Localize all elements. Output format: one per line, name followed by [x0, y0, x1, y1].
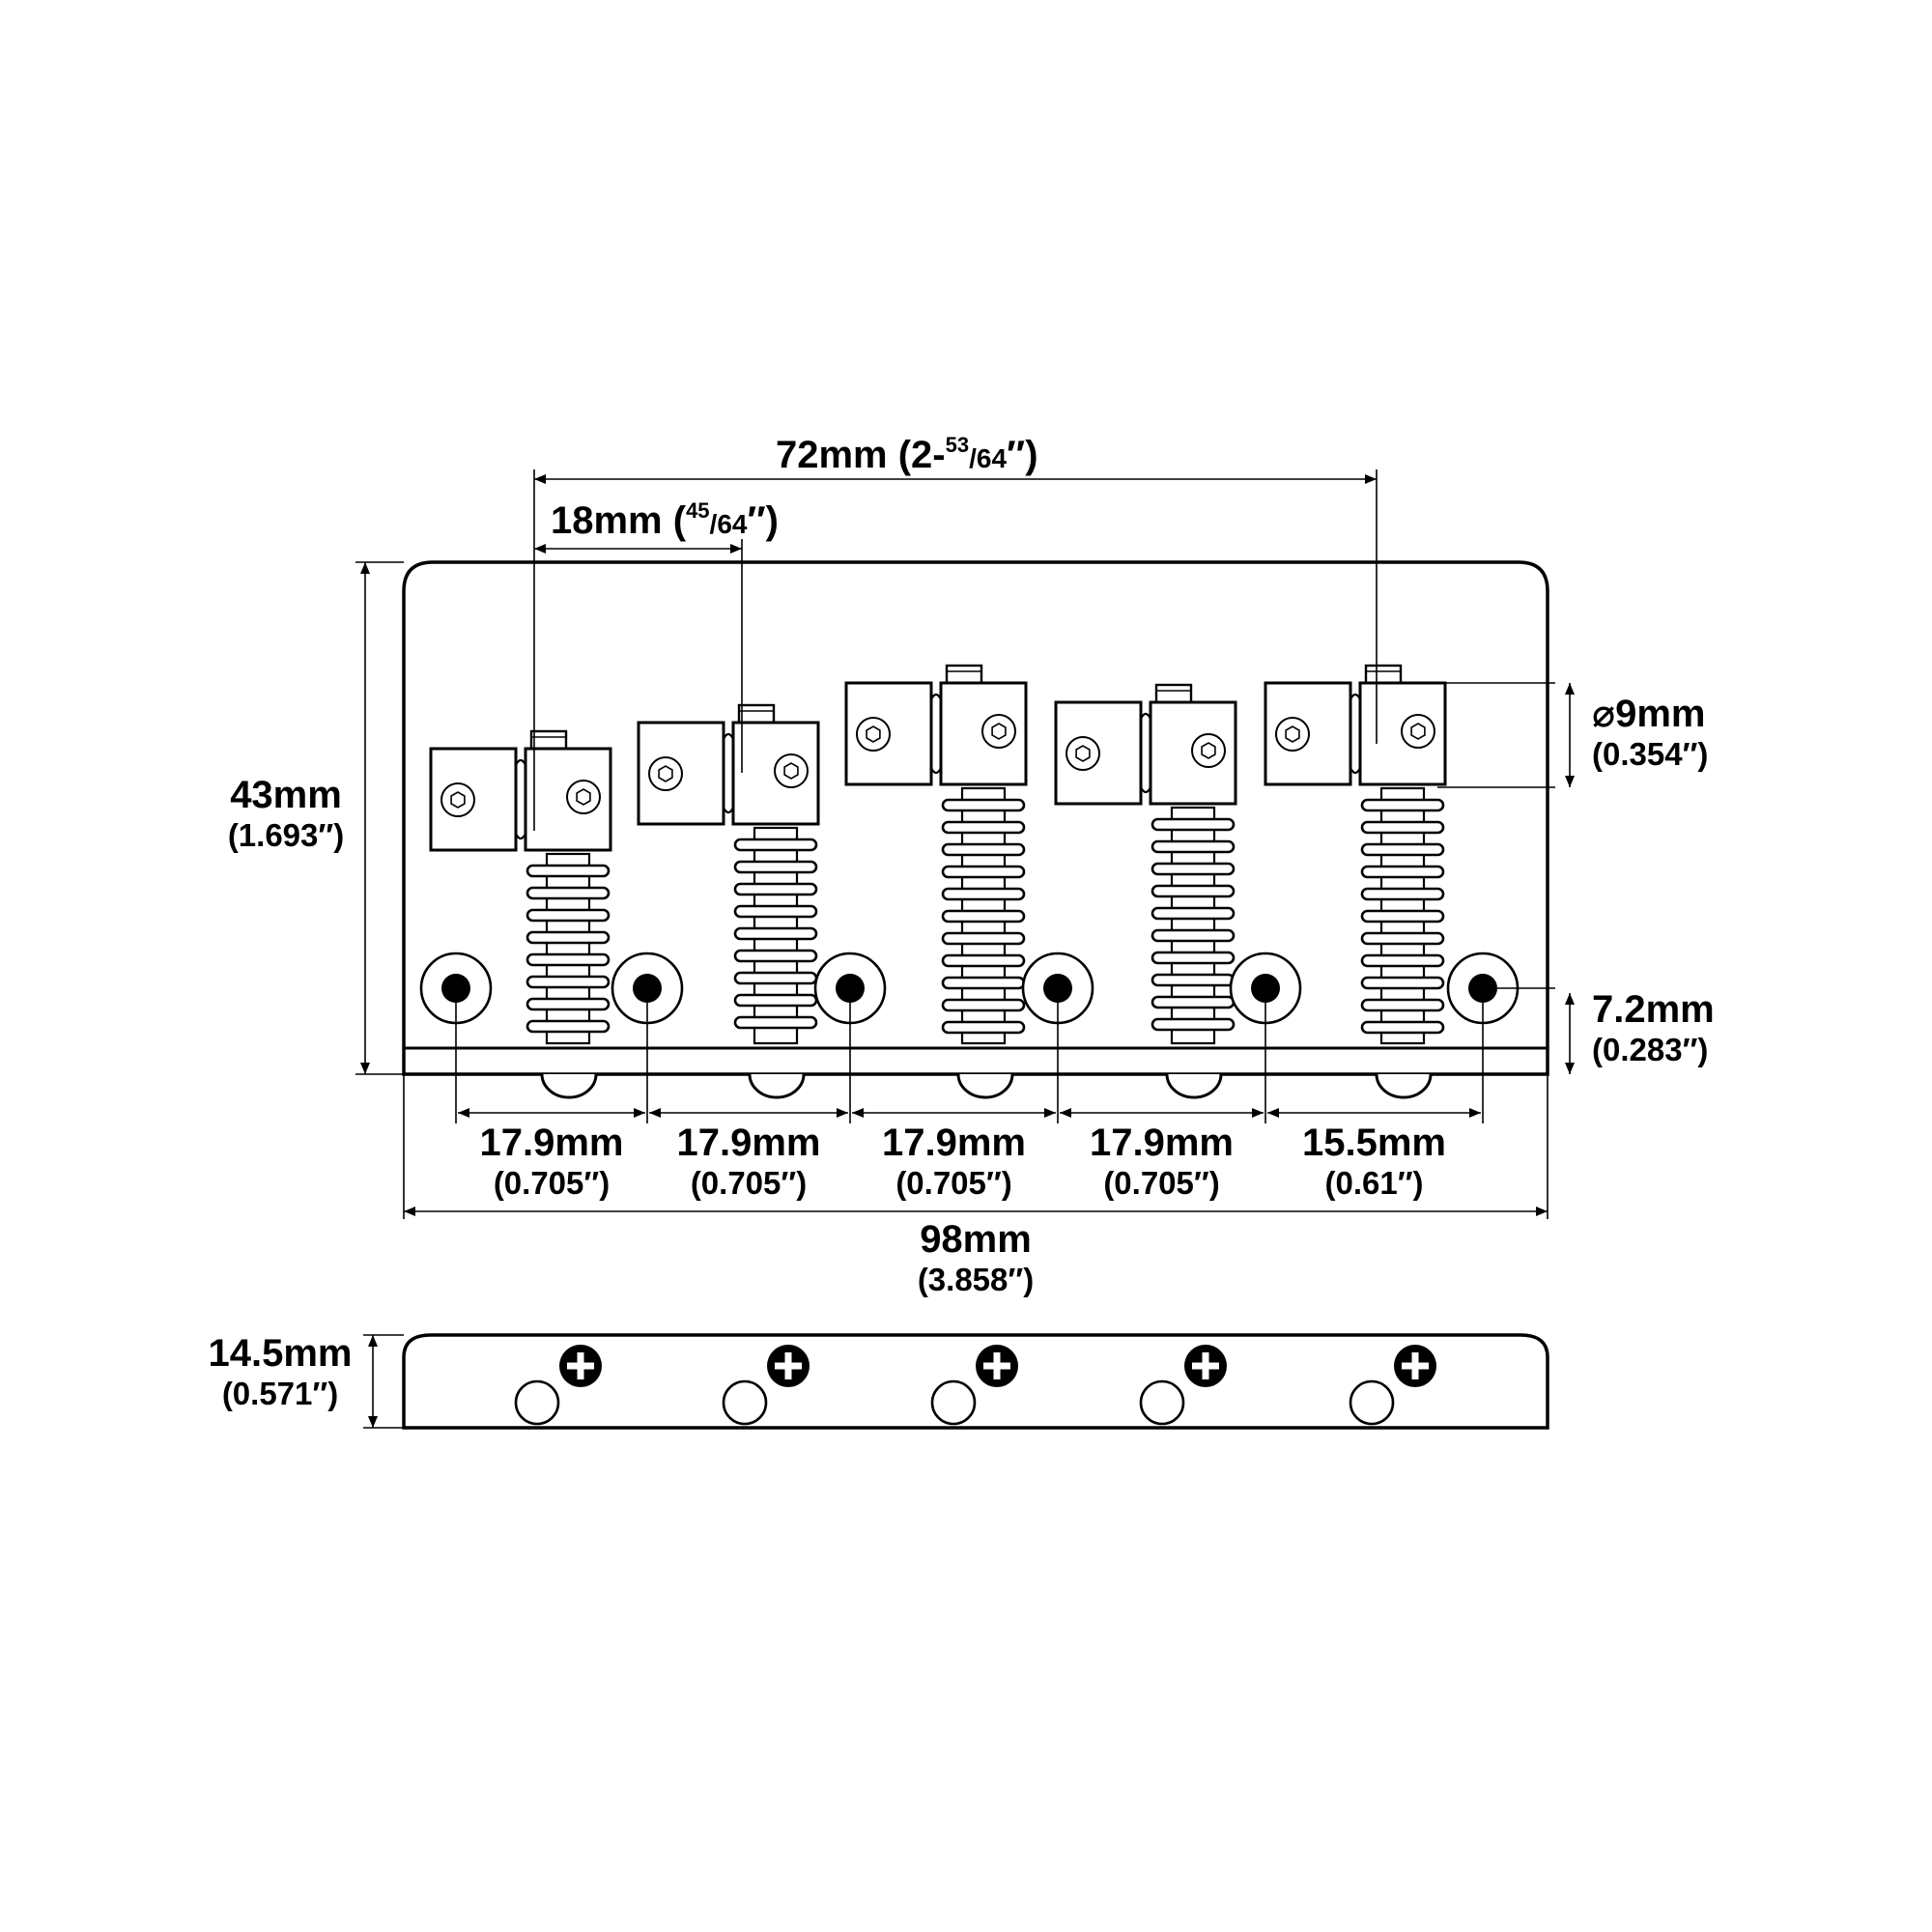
- side-screw-2: [722, 1345, 810, 1426]
- hex-screw-icon: [648, 756, 683, 791]
- label-width-metric: 98mm: [920, 1218, 1032, 1261]
- spring-3: [941, 786, 1026, 1045]
- label-side-height-imperial: (0.571″): [222, 1376, 338, 1411]
- intonation-hole: [514, 1379, 560, 1426]
- label-side-height-metric: 14.5mm: [209, 1332, 353, 1375]
- hole-spacing-1: 17.9mm(0.705″): [455, 988, 645, 1201]
- label-hole-spacing-imperial: (0.61″): [1324, 1165, 1423, 1201]
- hole-spacing-dimensions: 17.9mm(0.705″)17.9mm(0.705″)17.9mm(0.705…: [455, 988, 1484, 1201]
- side-screw-1: [514, 1345, 602, 1426]
- spring-5: [1360, 786, 1445, 1045]
- hex-screw-icon: [440, 782, 475, 817]
- label-hole-spacing-metric: 17.9mm: [480, 1122, 624, 1164]
- saddle-1: [429, 729, 612, 852]
- label-hole-spacing-imperial: (0.705″): [494, 1165, 610, 1201]
- saddles: [429, 664, 1447, 852]
- saddle-foot-tabs: [540, 1073, 1433, 1099]
- side-view-screws: [514, 1345, 1436, 1426]
- label-hole-spacing-imperial: (0.705″): [691, 1165, 807, 1201]
- label-saddle-diameter-metric: ⌀9mm: [1592, 693, 1705, 735]
- dim-arrows-saddle-diameter: [1565, 683, 1575, 787]
- intonation-hole: [1349, 1379, 1395, 1426]
- intonation-hole: [930, 1379, 977, 1426]
- hex-screw-icon: [1401, 714, 1435, 749]
- label-height-metric: 43mm: [230, 774, 342, 816]
- baseplate-side-view: [402, 1333, 1549, 1430]
- label-hole-spacing-metric: 17.9mm: [1090, 1122, 1234, 1164]
- hex-screw-icon: [1065, 736, 1100, 771]
- saddle-3: [844, 664, 1028, 786]
- label-hole-offset-metric: 7.2mm: [1592, 988, 1715, 1031]
- hole-spacing-5: 15.5mm(0.61″): [1264, 988, 1484, 1201]
- label-hole-spacing-metric: 17.9mm: [677, 1122, 821, 1164]
- hex-screw-icon: [566, 780, 601, 814]
- spring-2: [733, 826, 818, 1045]
- label-width-imperial: (3.858″): [918, 1262, 1034, 1297]
- hole-spacing-3: 17.9mm(0.705″): [849, 988, 1056, 1201]
- hole-spacing-4: 17.9mm(0.705″): [1057, 988, 1264, 1201]
- label-saddle-diameter-imperial: (0.354″): [1592, 736, 1708, 772]
- label-height-imperial: (1.693″): [228, 817, 344, 853]
- side-screw-4: [1139, 1345, 1227, 1426]
- label-hole-offset-imperial: (0.283″): [1592, 1032, 1708, 1067]
- saddle-4: [1054, 683, 1237, 806]
- hex-screw-icon: [856, 717, 891, 752]
- side-screw-5: [1349, 1345, 1436, 1426]
- spring-1: [526, 852, 611, 1045]
- hex-screw-icon: [774, 753, 809, 788]
- hex-screw-icon: [1275, 717, 1310, 752]
- label-hole-spacing-imperial: (0.705″): [1103, 1165, 1219, 1201]
- hole-spacing-2: 17.9mm(0.705″): [646, 988, 848, 1201]
- hex-screw-icon: [981, 714, 1016, 749]
- spring-4: [1151, 806, 1236, 1045]
- saddle-2: [637, 703, 820, 826]
- label-hole-spacing-metric: 15.5mm: [1302, 1122, 1446, 1164]
- saddle-5: [1264, 664, 1447, 786]
- hex-screw-icon: [1191, 733, 1226, 768]
- intonation-hole: [722, 1379, 768, 1426]
- label-saddle-offset: 18mm (45/64″): [551, 498, 779, 542]
- label-string-span: 72mm (2-53/64″): [776, 433, 1038, 476]
- intonation-hole: [1139, 1379, 1185, 1426]
- intonation-springs: [526, 786, 1445, 1045]
- label-hole-spacing-imperial: (0.705″): [895, 1165, 1011, 1201]
- side-screw-3: [930, 1345, 1018, 1426]
- label-hole-spacing-metric: 17.9mm: [882, 1122, 1026, 1164]
